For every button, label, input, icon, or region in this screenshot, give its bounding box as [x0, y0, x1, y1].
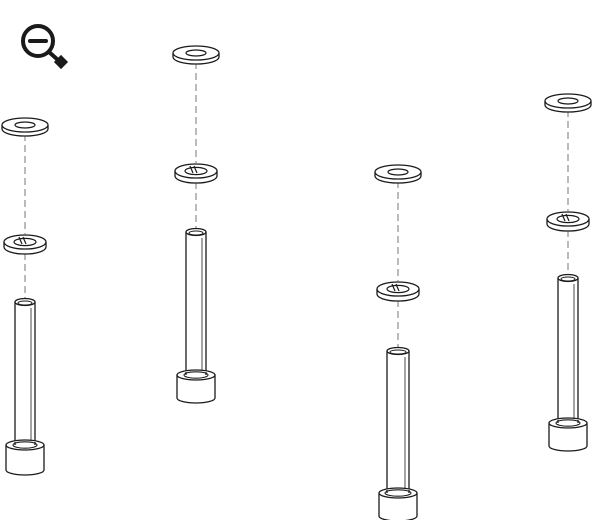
flat-washer — [374, 164, 422, 184]
split-lock-washer — [376, 281, 420, 302]
flat-washer — [172, 45, 220, 65]
flat-washer — [1, 117, 49, 137]
assembly-2 — [172, 45, 220, 404]
socket-head-cap-screw — [378, 346, 418, 520]
socket-head-cap-screw — [5, 297, 45, 476]
assembly-4 — [544, 93, 592, 452]
socket-head-cap-screw — [176, 227, 216, 404]
split-lock-washer — [546, 211, 590, 232]
assembly-3 — [374, 164, 422, 520]
socket-head-cap-screw — [548, 273, 588, 452]
split-lock-washer — [3, 234, 47, 255]
assembly-1 — [1, 117, 49, 476]
split-lock-washer — [174, 163, 218, 184]
zoom-out-button[interactable] — [14, 20, 78, 74]
flat-washer — [544, 93, 592, 113]
magnifier-minus-icon — [21, 24, 69, 70]
